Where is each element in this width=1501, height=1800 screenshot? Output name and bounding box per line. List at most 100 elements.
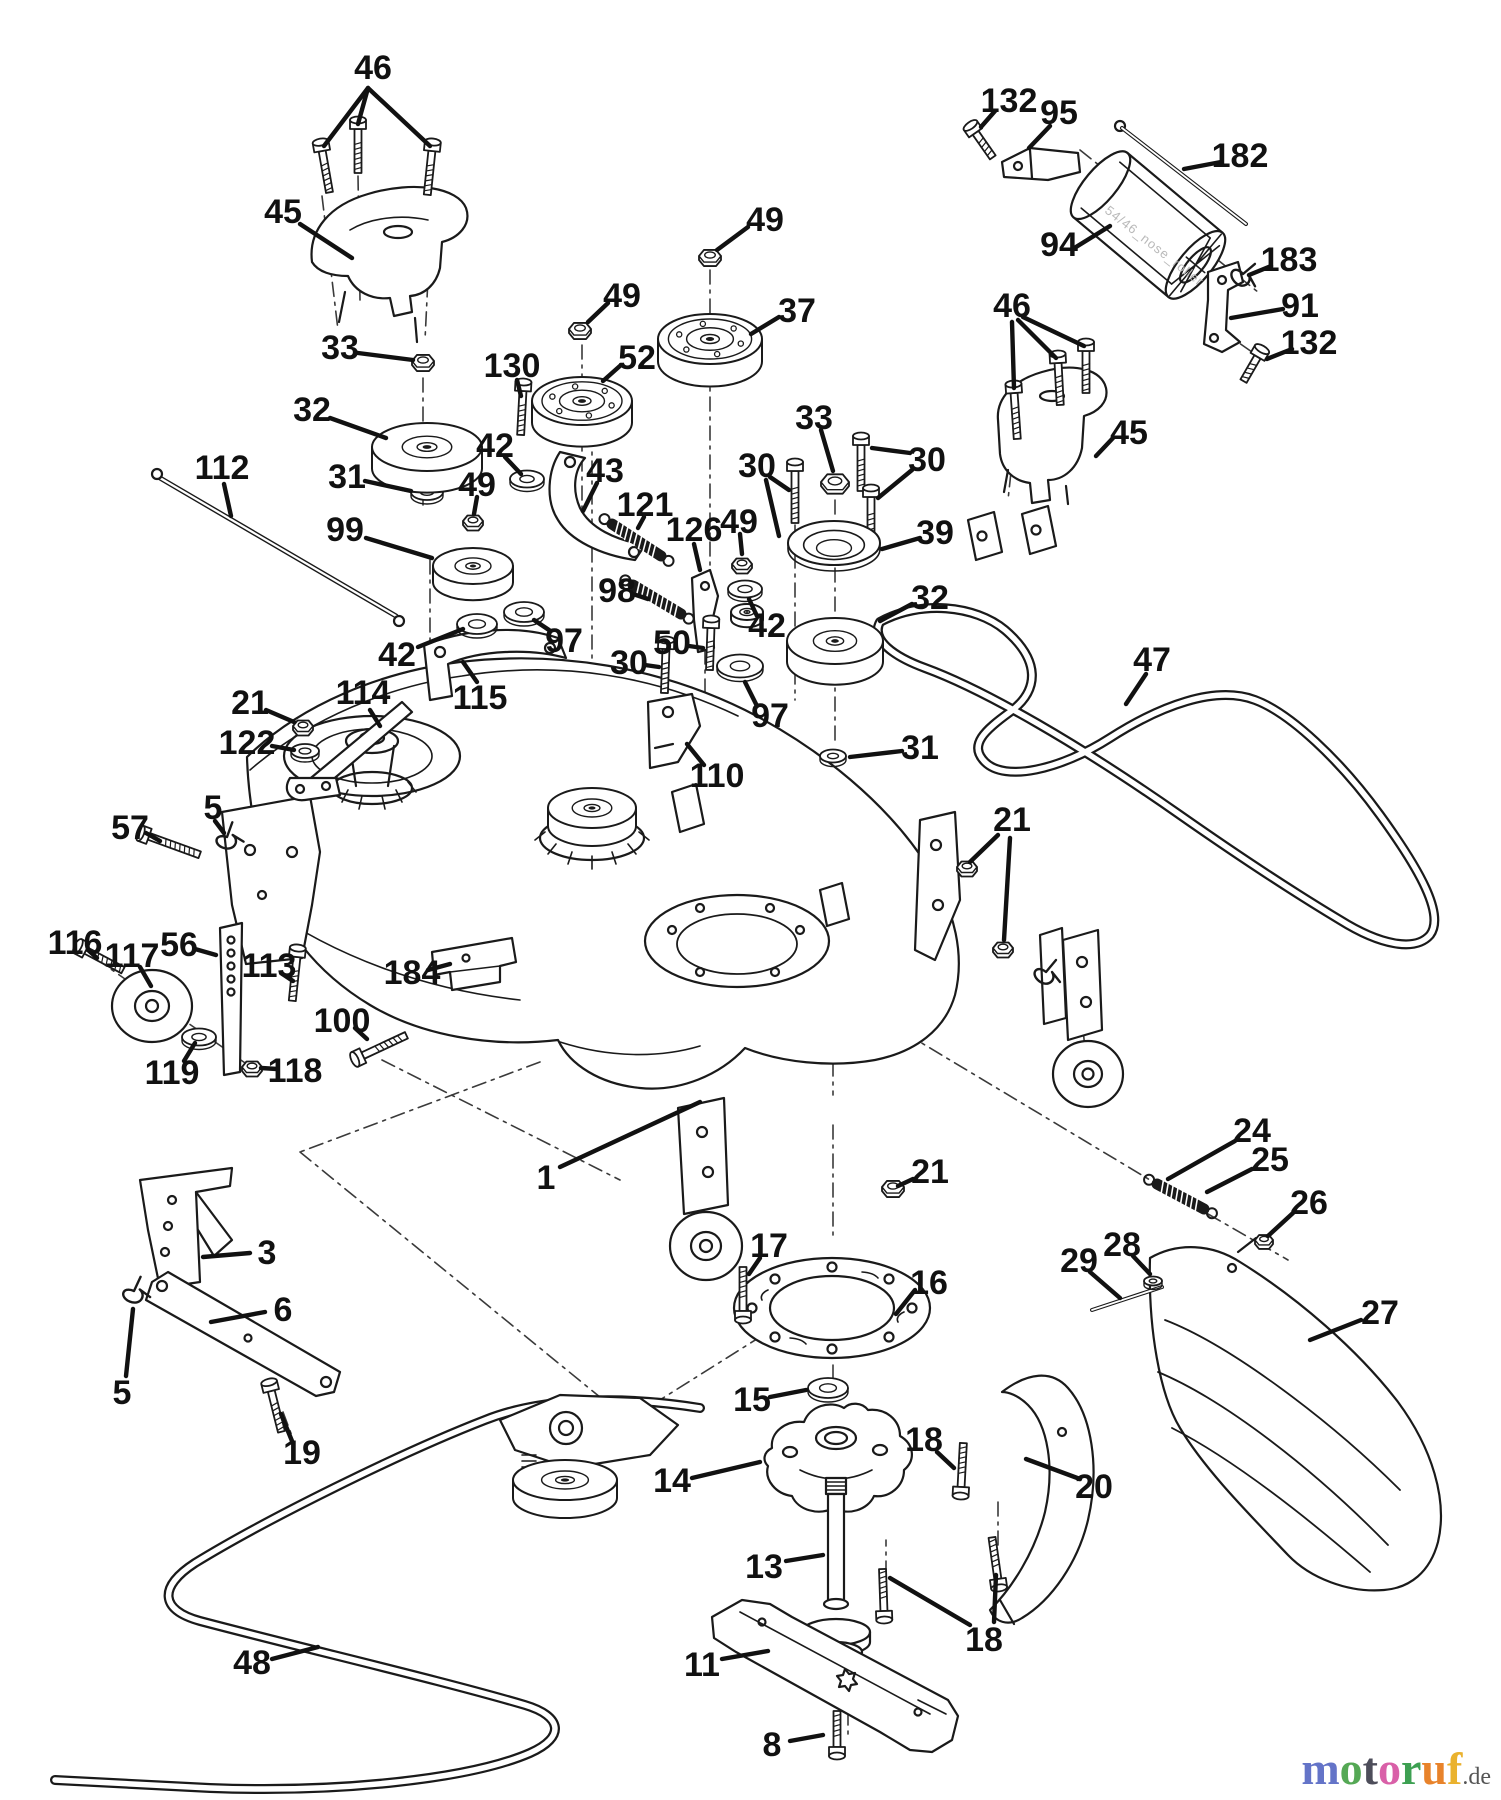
callout-52: 52 [618, 339, 656, 377]
leader-line-132 [1264, 346, 1295, 362]
callout-116: 116 [48, 924, 103, 962]
clutch-assembly [498, 1393, 680, 1480]
callout-21: 21 [911, 1153, 949, 1191]
callout-49: 49 [458, 466, 496, 504]
callout-30: 30 [610, 644, 648, 682]
callout-46: 46 [993, 287, 1031, 325]
leader-line-49 [737, 531, 745, 557]
leader-line-46 [1020, 314, 1087, 349]
callout-117: 117 [105, 937, 160, 975]
leader-line-130 [514, 377, 524, 399]
callout-118: 118 [268, 1052, 323, 1090]
pulley-v [512, 1459, 618, 1519]
callout-182: 182 [1212, 137, 1269, 175]
callout-3: 3 [258, 1234, 277, 1272]
callout-15: 15 [733, 1381, 771, 1419]
callout-95: 95 [1040, 94, 1078, 132]
leader-line-99 [363, 535, 435, 561]
callout-56: 56 [160, 926, 198, 964]
callout-114: 114 [336, 674, 391, 712]
washer [509, 469, 545, 493]
leader-line-119 [181, 1040, 198, 1064]
bolt [514, 377, 533, 437]
mandrel-housing-14 [763, 1402, 913, 1513]
leader-line-21 [263, 707, 297, 725]
leader-line-94 [1073, 223, 1113, 250]
callout-49: 49 [603, 277, 641, 315]
leader-line-30 [763, 477, 782, 539]
callout-57: 57 [111, 809, 149, 847]
leader-line-16 [893, 1287, 918, 1317]
callout-31: 31 [901, 729, 939, 767]
callout-6: 6 [274, 1291, 293, 1329]
leader-line-30 [642, 662, 662, 670]
belt-47 [872, 603, 1440, 950]
site-watermark-brand: motoruf [1301, 1743, 1462, 1794]
spring [1143, 1173, 1218, 1220]
leader-line-45 [297, 221, 355, 261]
bolt [962, 119, 997, 161]
leader-line-11 [719, 1648, 771, 1662]
callout-16: 16 [910, 1264, 948, 1302]
leader-line-18 [934, 1449, 957, 1471]
leader-line-20 [1023, 1456, 1083, 1482]
leader-line-110 [684, 741, 707, 768]
washer [290, 743, 320, 763]
callout-11: 11 [684, 1646, 720, 1684]
leader-line-19 [278, 1411, 295, 1444]
leader-line-15 [767, 1387, 809, 1400]
leader-line-46 [1015, 317, 1059, 361]
callout-33: 33 [321, 329, 359, 367]
callout-43: 43 [586, 452, 624, 490]
callout-25: 25 [1251, 1141, 1289, 1179]
callout-18: 18 [965, 1621, 1003, 1659]
watermark-letter: t [1362, 1743, 1378, 1794]
leader-line-21 [1001, 835, 1013, 943]
callout-32: 32 [911, 579, 949, 617]
roller-94 [1069, 150, 1227, 300]
watermark-letter: o [1339, 1743, 1363, 1794]
callout-113: 113 [242, 947, 297, 985]
leader-line-30 [869, 445, 913, 456]
callout-130: 130 [484, 347, 541, 385]
pulley-cup [787, 520, 881, 572]
callout-46: 46 [354, 49, 392, 87]
callout-49: 49 [746, 201, 784, 239]
link-bar-114 [285, 700, 414, 802]
callout-26: 26 [1290, 1184, 1328, 1222]
leader-line-8 [787, 1732, 826, 1744]
callout-45: 45 [1110, 414, 1148, 452]
leader-line-184 [425, 961, 453, 973]
spring [598, 513, 675, 567]
bolt [657, 635, 676, 694]
callout-42: 42 [748, 607, 786, 645]
leader-line-116 [85, 947, 100, 961]
bolt [702, 614, 721, 671]
callout-183: 183 [1261, 241, 1318, 279]
leader-line-57 [143, 830, 163, 844]
leader-line-50 [686, 643, 706, 651]
callout-115: 115 [453, 679, 508, 717]
callout-112: 112 [195, 449, 250, 487]
leader-line-91 [1228, 306, 1286, 321]
callout-39: 39 [916, 514, 954, 552]
callout-28: 28 [1103, 1226, 1141, 1264]
seal-ring-16 [732, 1256, 932, 1360]
callout-5: 5 [113, 1374, 132, 1412]
leader-line-17 [746, 1255, 763, 1277]
bolt [852, 431, 870, 492]
callout-30: 30 [908, 441, 946, 479]
belt-48 [50, 1395, 705, 1794]
watermark-letter: f [1447, 1743, 1463, 1794]
callout-21: 21 [993, 801, 1031, 839]
leader-line-5 [123, 1306, 136, 1379]
leader-line-49 [585, 300, 611, 325]
leader-line-31 [362, 478, 414, 494]
leader-line-183 [1246, 263, 1274, 278]
callout-5: 5 [204, 789, 223, 827]
washer [727, 579, 763, 603]
mower-blade-11 [710, 1598, 960, 1754]
callout-45: 45 [264, 193, 302, 231]
